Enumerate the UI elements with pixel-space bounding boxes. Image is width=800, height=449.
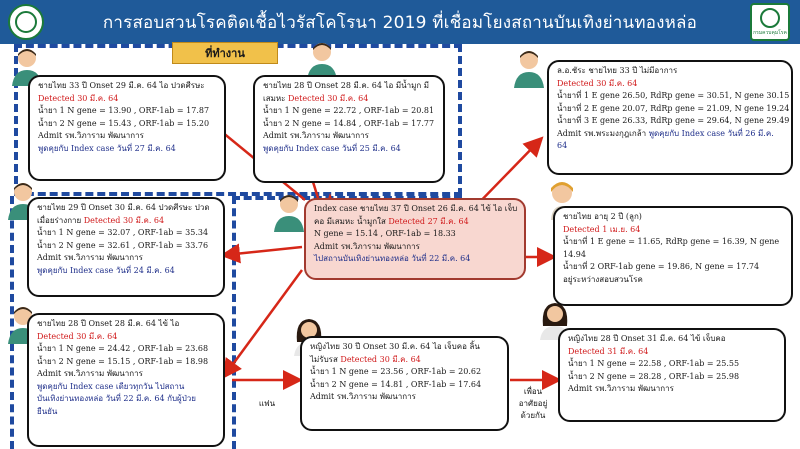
ddc-logo-caption: กรมควบคุมโรค (753, 29, 787, 36)
case-5-contact-year: 64 (557, 141, 568, 150)
case-3-profile: ชายไทย 29 ปี Onset 30 มี.ค. 64 ปวดศีรษะ … (37, 203, 210, 212)
index-admit: Admit รพ.วิภาราม พัฒนาการ (314, 241, 420, 251)
case-5-test-3: น้ำยาที่ 3 E gene 26.33, RdRp gene = 29.… (557, 116, 790, 125)
workplace-label: ที่ทำงาน (172, 42, 278, 64)
case-4-contact-3: ยืนยัน (37, 406, 58, 416)
diagram-title: การสอบสวนโรคติดเชื้อไวรัสโคโรนา 2019 ที่… (102, 12, 698, 33)
case-4-contact-2: บันเทิงย่านทองหล่อ วันที่ 22 มี.ค. 64 กั… (37, 394, 196, 403)
case-4-profile: ชายไทย 28 ปี Onset 28 มี.ค. 64 ไข้ ไอ (37, 319, 180, 328)
case-4-admit: Admit รพ.วิภาราม พัฒนาการ (37, 369, 143, 378)
case-card-5: ล.อ.ชัระ ชายไทย 33 ปี ไม่มีอาการ Detecte… (547, 60, 793, 175)
index-profile: Index case ชายไทย 37 ปี Onset 26 มี.ค. 6… (314, 204, 518, 213)
case-6-status: อยู่ระหว่างสอบสวนโรค (563, 274, 643, 284)
case-5-test-1: น้ำยาที่ 1 E gene 26.50, RdRp gene = 30.… (557, 91, 790, 100)
case-1-test-2: น้ำยา 2 N gene = 15.43 , ORF-1ab = 15.20 (38, 118, 210, 128)
title-bar: การสอบสวนโรคติดเชื้อไวรัสโคโรนา 2019 ที่… (0, 0, 800, 44)
case-5-test-2: น้ำยาที่ 2 E gene 20.07, RdRp gene = 21.… (557, 103, 790, 113)
person-avatar-icon (514, 51, 544, 88)
relation-label-friends-1: เพื่อน (523, 387, 543, 396)
index-case-card: Index case ชายไทย 37 ปี Onset 26 มี.ค. 6… (304, 198, 526, 280)
case-5-admit: Admit รพ.พระมงกุฎเกล้า (557, 128, 649, 138)
case-2-profile: ชายไทย 28 ปี Onset 28 มี.ค. 64 ไอ มีน้ำม… (263, 81, 430, 90)
index-venue: ไปสถานบันเทิงย่านทองหล่อ วันที่ 22 มี.ค.… (314, 254, 471, 263)
region-left-border (10, 196, 232, 449)
relation-label-partner: แฟน (258, 399, 276, 408)
case-8-profile: หญิงไทย 28 ปี Onset 31 มี.ค. 64 ไข้ เจ็บ… (568, 334, 726, 343)
case-6-test-2: น้ำยาที่ 2 ORF-1ab gene = 19.86, N gene … (563, 262, 760, 271)
case-card-2: ชายไทย 28 ปี Onset 28 มี.ค. 64 ไอ มีน้ำม… (253, 75, 445, 183)
case-card-8: หญิงไทย 28 ปี Onset 31 มี.ค. 64 ไข้ เจ็บ… (558, 328, 786, 422)
index-symptom: คอ มีเสมหะ น้ำมูกใส (314, 216, 389, 226)
case-2-contact: พูดคุยกับ Index case วันที่ 25 มี.ค. 64 (263, 143, 401, 153)
case-3-test-1: น้ำยา 1 N gene = 32.07 , ORF-1ab = 35.34 (37, 228, 209, 237)
case-3-symptom: เมื่อยร่างกาย (37, 215, 84, 225)
case-5-profile: ล.อ.ชัระ ชายไทย 33 ปี ไม่มีอาการ (557, 66, 678, 75)
relation-label-friends-2: อาศัยอยู่ (518, 399, 548, 408)
index-test: N gene = 15.14 , ORF-1ab = 18.33 (314, 229, 456, 238)
case-8-test-1: น้ำยา 1 N gene = 22.58 , ORF-1ab = 25.55 (568, 359, 740, 368)
case-1-profile: ชายไทย 33 ปี Onset 29 มี.ค. 64 ไอ ปวดศีร… (38, 81, 205, 90)
case-3-detected: Detected 30 มี.ค. 64 (83, 215, 165, 225)
case-3-contact: พูดคุยกับ Index case วันที่ 24 มี.ค. 64 (37, 265, 175, 275)
case-8-admit: Admit รพ.วิภาราม พัฒนาการ (568, 384, 674, 393)
case-7-test-2: น้ำยา 2 N gene = 14.81 , ORF-1ab = 17.64 (310, 379, 482, 389)
case-7-profile: หญิงไทย 30 ปี Onset 30 มี.ค. 64 ไอ เจ็บค… (310, 342, 480, 351)
arrow-to-case-4 (222, 269, 304, 380)
case-8-test-2: น้ำยา 2 N gene = 28.28 , ORF-1ab = 25.98 (568, 371, 740, 381)
case-6-test-1-cont: 14.94 (563, 249, 586, 259)
case-3-test-2: น้ำยา 2 N gene = 32.61 , ORF-1ab = 33.76 (37, 240, 209, 250)
case-card-6: ชายไทย อายุ 2 ปี (ลูก) Detected 1 เม.ย. … (553, 206, 793, 306)
case-7-detected: Detected 30 มี.ค. 64 (340, 354, 421, 364)
relation-label-friends: เพื่อน อาศัยอยู่ ด้วยกัน (508, 386, 558, 422)
case-card-1: ชายไทย 33 ปี Onset 29 มี.ค. 64 ไอ ปวดศีร… (28, 75, 226, 181)
case-3-admit: Admit รพ.วิภาราม พัฒนาการ (37, 253, 143, 262)
case-7-test-1: น้ำยา 1 N gene = 23.56 , ORF-1ab = 20.62 (310, 367, 482, 376)
case-1-contact: พูดคุยกับ Index case วันที่ 27 มี.ค. 64 (38, 143, 176, 153)
case-2-admit: Admit รพ.วิภาราม พัฒนาการ (263, 131, 369, 140)
relation-label-friends-3: ด้วยกัน (520, 411, 546, 420)
case-1-detected: Detected 30 มี.ค. 64 (38, 93, 119, 103)
ddc-logo: กรมควบคุมโรค (750, 3, 790, 41)
case-4-detected: Detected 30 มี.ค. 64 (37, 331, 118, 341)
case-4-test-2: น้ำยา 2 N gene = 15.15 , ORF-1ab = 18.98 (37, 356, 209, 366)
case-7-admit: Admit รพ.วิภาราม พัฒนาการ (310, 392, 416, 401)
case-5-contact: พูดคุยกับ Index case วันที่ 26 มี.ค. (648, 128, 774, 138)
case-6-profile: ชายไทย อายุ 2 ปี (ลูก) (563, 212, 642, 221)
case-2-test-1: น้ำยา 1 N gene = 22.72 , ORF-1ab = 20.81 (263, 106, 435, 115)
case-2-symptom: เสมหะ (263, 93, 289, 103)
ministry-logo (8, 4, 44, 40)
case-1-admit: Admit รพ.วิภาราม พัฒนาการ (38, 131, 144, 140)
person-avatar-icon (274, 195, 304, 232)
case-card-4: ชายไทย 28 ปี Onset 28 มี.ค. 64 ไข้ ไอ De… (27, 313, 225, 447)
case-card-3: ชายไทย 29 ปี Onset 30 มี.ค. 64 ปวดศีรษะ … (27, 197, 225, 297)
case-5-detected: Detected 30 มี.ค. 64 (557, 78, 638, 88)
index-detected: Detected 27 มี.ค. 64 (388, 216, 469, 226)
case-2-test-2: น้ำยา 2 N gene = 14.84 , ORF-1ab = 17.77 (263, 118, 435, 128)
case-4-test-1: น้ำยา 1 N gene = 24.42 , ORF-1ab = 23.68 (37, 344, 209, 353)
case-7-symptom: ไม่รับรส (310, 354, 341, 364)
case-2-detected: Detected 30 มี.ค. 64 (288, 93, 369, 103)
arrow-to-case-3 (220, 243, 303, 264)
case-6-detected: Detected 1 เม.ย. 64 (563, 224, 641, 234)
case-1-test-1: น้ำยา 1 N gene = 13.90 , ORF-1ab = 17.87 (38, 106, 210, 115)
case-card-7: หญิงไทย 30 ปี Onset 30 มี.ค. 64 ไอ เจ็บค… (300, 336, 509, 431)
person-avatar-icon (307, 43, 337, 80)
case-8-detected: Detected 31 มี.ค. 64 (568, 346, 649, 356)
case-6-test-1: น้ำยาที่ 1 E gene = 11.65, RdRp gene = 1… (563, 237, 780, 246)
case-4-contact-1: พูดคุยกับ Index case เดียวทุกวัน ไปสถาน (37, 381, 185, 391)
